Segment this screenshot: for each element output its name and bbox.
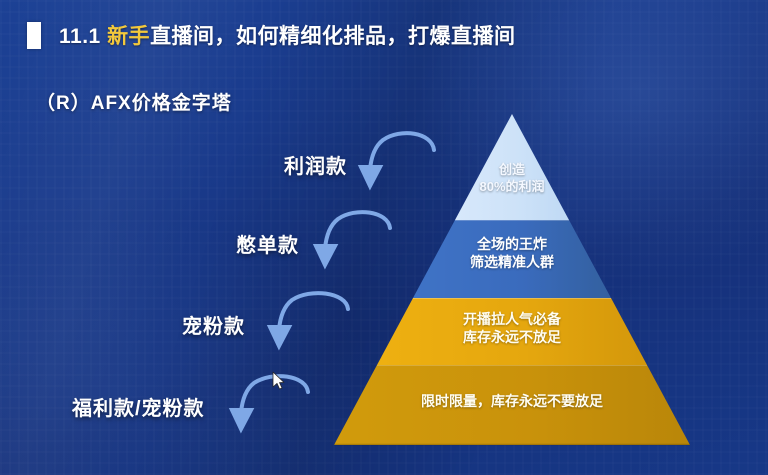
title-rest: 直播间，如何精细化排品，打爆直播间 <box>150 25 516 48</box>
slide-subtitle: （R）AFX价格金字塔 <box>36 93 232 114</box>
background-glow-left <box>0 215 380 475</box>
tier-2-side-label: 憋单款 <box>236 235 299 257</box>
mouse-cursor <box>272 371 285 390</box>
tier-1-side-label: 利润款 <box>284 156 347 178</box>
page-title: 11.1 新手直播间，如何精细化排品，打爆直播间 <box>59 20 516 50</box>
title-bullet-marker <box>27 21 41 49</box>
tier-3-side-label: 宠粉款 <box>182 316 245 338</box>
tier-4-side-label: 福利款/宠粉款 <box>72 398 205 420</box>
slide-header: 11.1 新手直播间，如何精细化排品，打爆直播间 <box>0 14 768 56</box>
title-number: 11.1 <box>59 25 108 48</box>
title-highlight: 新手 <box>107 25 151 48</box>
